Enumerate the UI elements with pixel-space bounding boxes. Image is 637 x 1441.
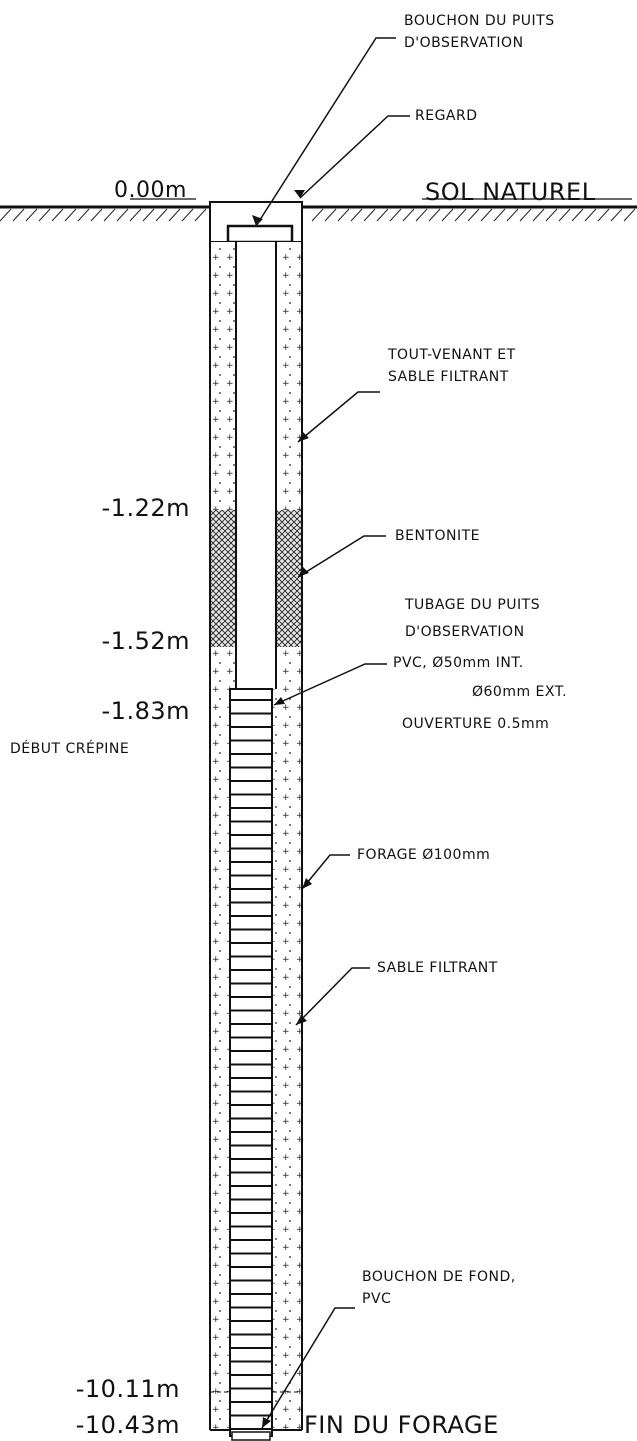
leader-bentonite bbox=[297, 535, 386, 578]
label-casing-line2: D'OBSERVATION bbox=[405, 624, 525, 640]
label-casing-line5: OUVERTURE 0.5mm bbox=[402, 716, 550, 732]
leader-cap bbox=[255, 37, 396, 227]
label-casing-line4: Ø60mm EXT. bbox=[472, 684, 568, 700]
leader-lines bbox=[255, 37, 410, 1429]
depth-screen-start: -1.83m bbox=[101, 697, 190, 725]
label-ground: SOL NATUREL bbox=[425, 178, 596, 206]
label-manhole: REGARD bbox=[415, 108, 478, 124]
leader-backfill bbox=[297, 391, 380, 443]
depth-bentonite-bottom: -1.52m bbox=[101, 627, 190, 655]
label-casing-line1: TUBAGE DU PUITS bbox=[405, 597, 541, 613]
well-cap bbox=[226, 224, 294, 244]
label-bentonite: BENTONITE bbox=[395, 528, 480, 544]
casing-pipe bbox=[235, 242, 277, 689]
label-borehole: FORAGE Ø100mm bbox=[357, 847, 491, 863]
label-backfill: TOUT-VENANT ET SABLE FILTRANT bbox=[388, 347, 516, 385]
leader-borehole bbox=[301, 854, 350, 890]
depth-screen-end: -10.11m bbox=[75, 1375, 180, 1403]
label-casing-line3: PVC, Ø50mm INT. bbox=[393, 655, 524, 671]
leader-bottom-cap bbox=[261, 1307, 355, 1429]
depth-bottom: -10.43m bbox=[75, 1411, 180, 1439]
bottom-cap bbox=[231, 1431, 271, 1441]
ground-surface bbox=[0, 198, 637, 222]
leader-casing bbox=[273, 663, 387, 706]
label-bottom-cap: BOUCHON DE FOND, PVC bbox=[362, 1269, 516, 1307]
depth-surface: 0.00m bbox=[114, 178, 187, 203]
label-well-cap: BOUCHON DU PUITS D'OBSERVATION bbox=[404, 13, 555, 51]
screen-start-note: DÉBUT CRÉPINE bbox=[10, 741, 130, 757]
leader-arrowheads bbox=[252, 190, 312, 1428]
label-filter-sand: SABLE FILTRANT bbox=[377, 960, 498, 976]
leader-manhole bbox=[299, 115, 410, 199]
leader-filter-sand bbox=[295, 967, 370, 1026]
label-end: FIN DU FORAGE bbox=[304, 1411, 499, 1439]
depth-bentonite-top: -1.22m bbox=[101, 494, 190, 522]
screen-section bbox=[229, 688, 273, 1437]
